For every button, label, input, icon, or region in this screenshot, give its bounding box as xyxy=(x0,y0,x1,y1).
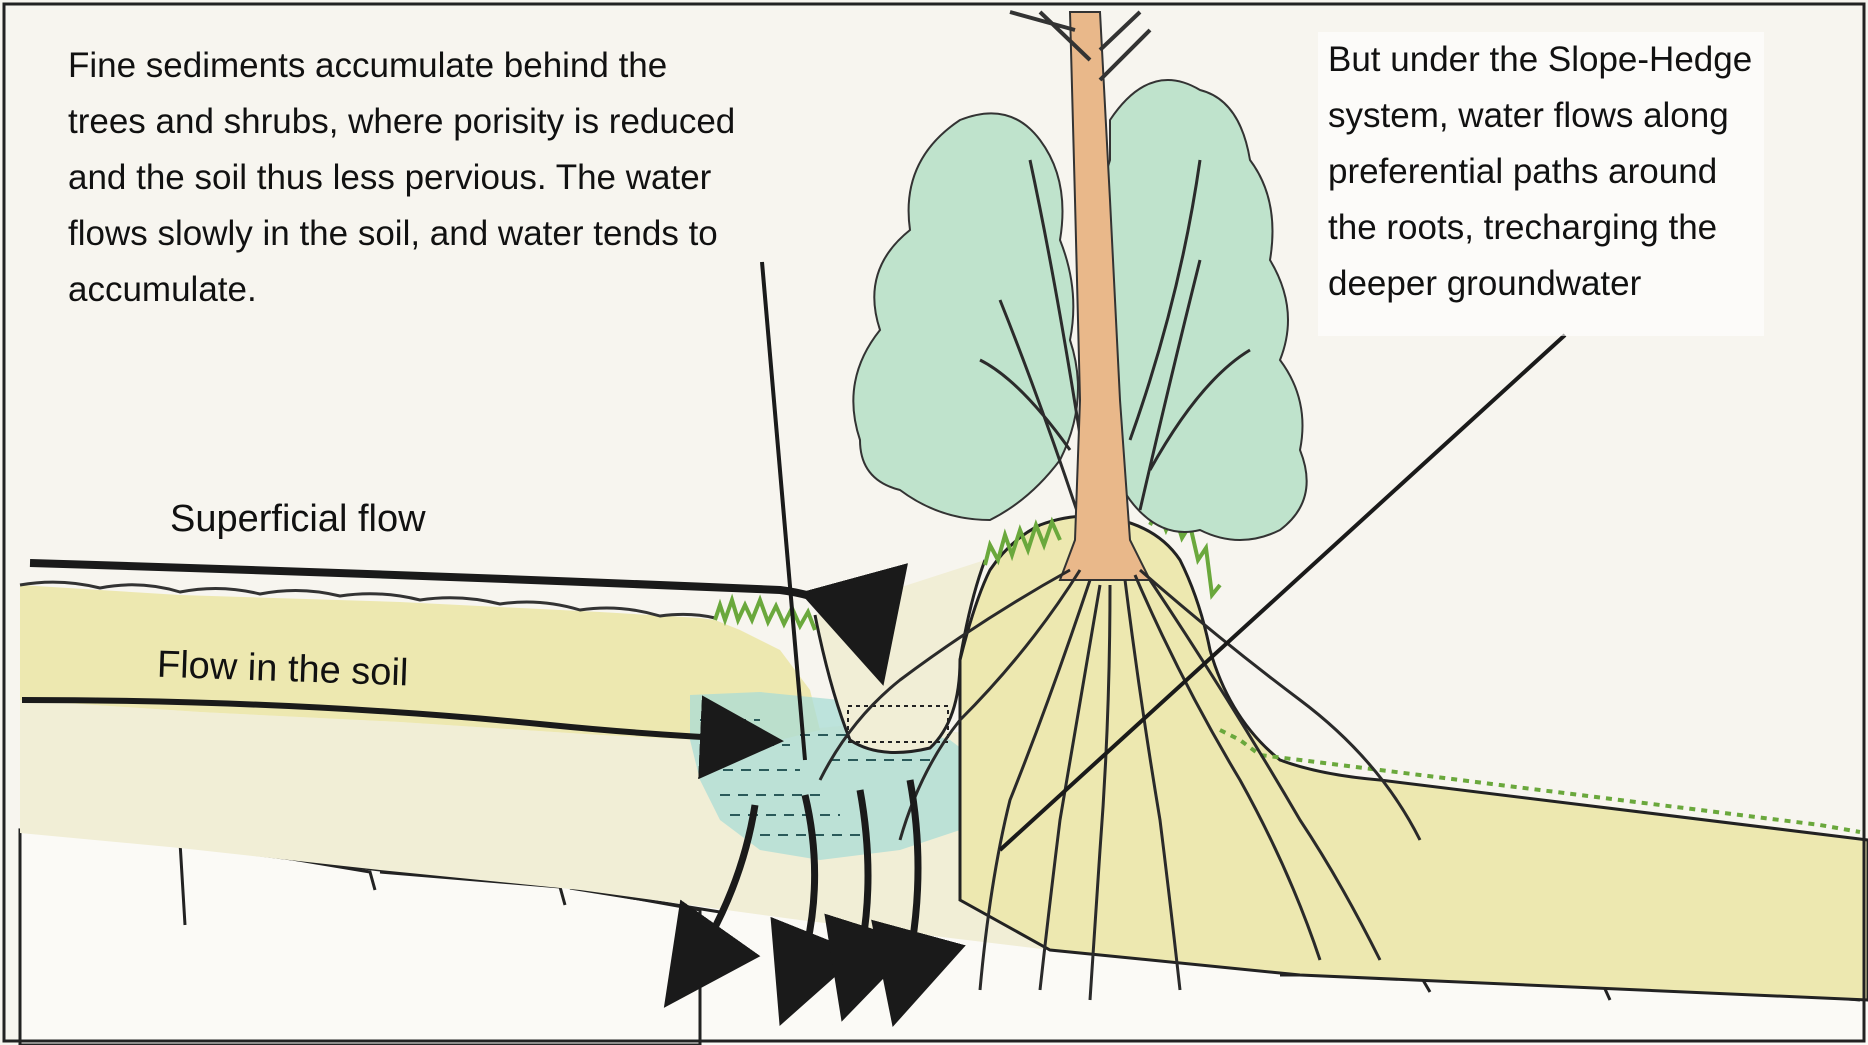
note-slope-hedge: But under the Slope-Hedge system, water … xyxy=(1318,32,1764,336)
note-right-line-5: deeper groundwater xyxy=(1328,256,1752,312)
label-superficial-flow: Superficial flow xyxy=(170,498,426,541)
note-left-line-2: trees and shrubs, where porisity is redu… xyxy=(68,94,735,150)
note-right-line-1: But under the Slope-Hedge xyxy=(1328,32,1752,88)
note-left-line-1: Fine sediments accumulate behind the xyxy=(68,38,735,94)
note-left-line-3: and the soil thus less pervious. The wat… xyxy=(68,150,735,206)
note-right-line-4: the roots, trecharging the xyxy=(1328,200,1752,256)
note-left-line-5: accumulate. xyxy=(68,262,735,318)
note-left-line-4: flows slowly in the soil, and water tend… xyxy=(68,206,735,262)
note-fine-sediments: Fine sediments accumulate behind the tre… xyxy=(68,38,735,318)
note-right-line-3: preferential paths around xyxy=(1328,144,1752,200)
label-flow-in-soil: Flow in the soil xyxy=(156,644,409,696)
note-right-line-2: system, water flows along xyxy=(1328,88,1752,144)
